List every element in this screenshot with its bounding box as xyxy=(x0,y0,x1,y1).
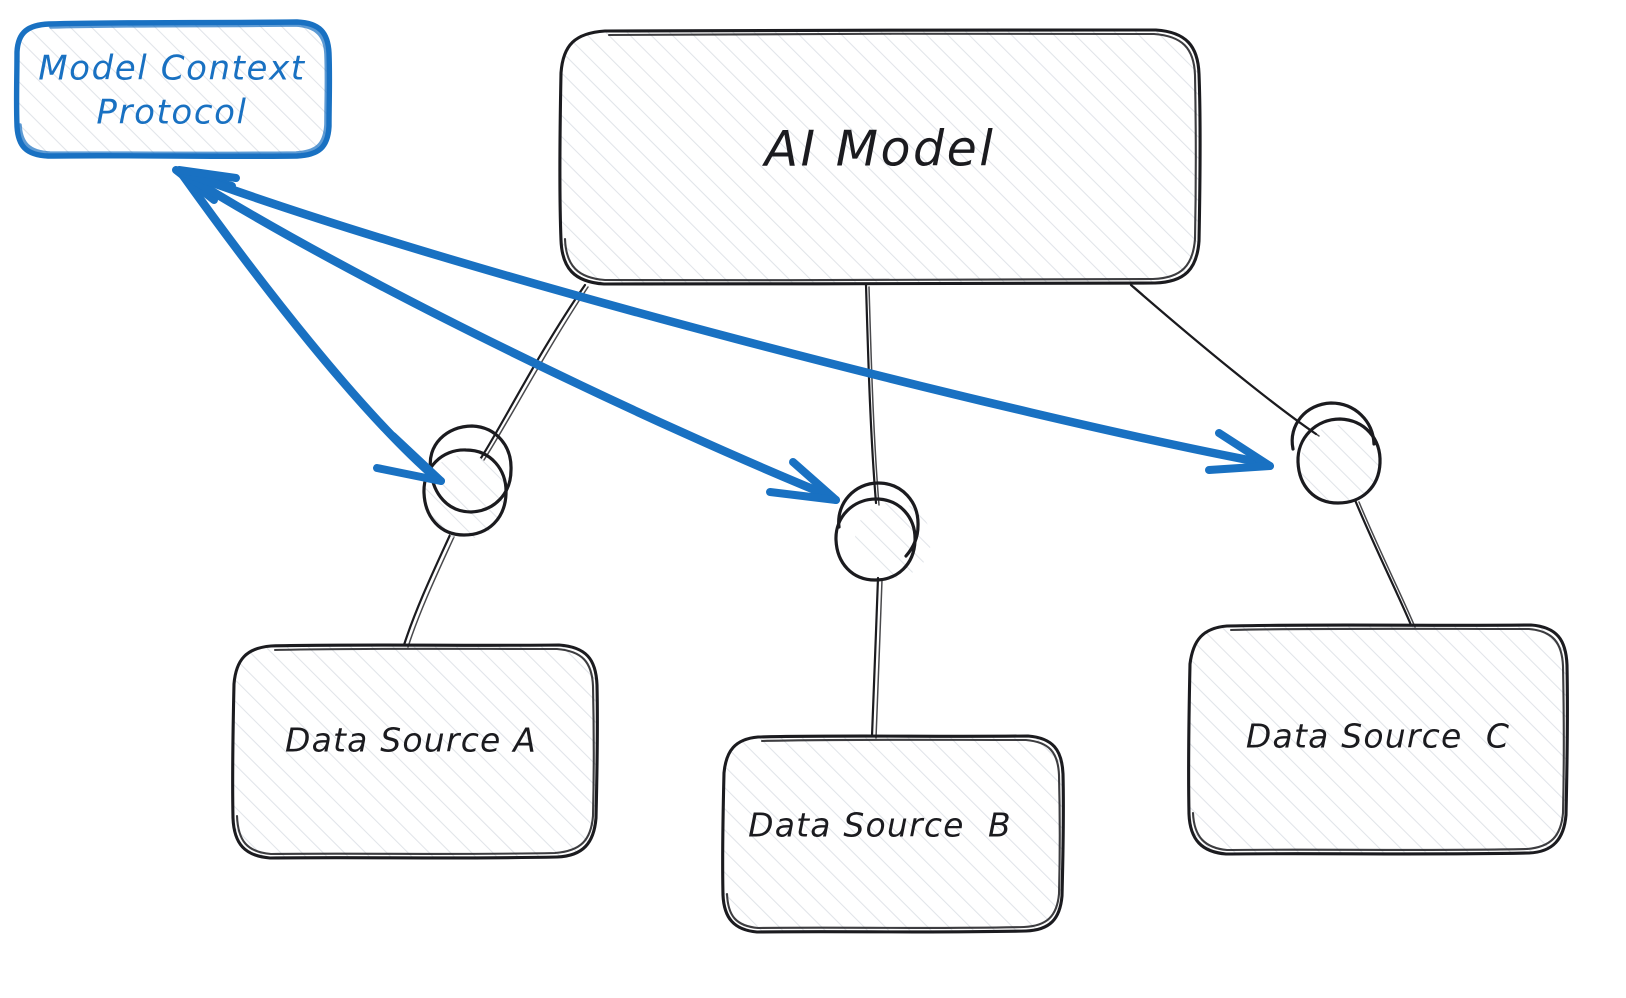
server-b-fill xyxy=(854,502,931,578)
arrow-c-head-upper xyxy=(1215,429,1274,470)
ai-model-box-outline-2 xyxy=(563,32,1197,282)
data-source-a-label: Data Source A xyxy=(285,721,537,760)
connector-node-server-b[interactable] xyxy=(834,481,931,582)
server-a-circle-front xyxy=(422,448,508,537)
data-source-c-fill xyxy=(1189,625,1567,853)
edge-server-c-to-data-source-c-2 xyxy=(1358,501,1416,628)
edge-server-b-to-data-source-b xyxy=(870,576,880,738)
server-b-circle-front xyxy=(834,497,917,582)
server-a-fill xyxy=(422,455,507,539)
ai-model-label: AI Model xyxy=(762,121,996,178)
edge-ai-model-to-server-a xyxy=(479,283,587,460)
data-source-a-fill xyxy=(233,645,597,858)
server-c-fill xyxy=(1299,425,1380,505)
mcp-box-outline xyxy=(13,19,333,159)
node-data-source-b[interactable]: Data Source B xyxy=(721,734,1065,934)
edge-group-ai-model-to-servers xyxy=(479,283,1320,506)
data-source-b-label: Data Source B xyxy=(748,806,1012,845)
server-c-circle-back xyxy=(1290,401,1376,451)
node-data-source-a[interactable]: Data Source A xyxy=(231,643,599,860)
connector-node-server-c[interactable] xyxy=(1290,401,1382,505)
edge-ai-model-to-server-c-2 xyxy=(1133,286,1320,437)
arrow-mcp-to-server-c xyxy=(175,166,1274,474)
data-source-b-outline xyxy=(721,734,1065,934)
server-a-circle-back xyxy=(428,424,513,514)
server-c-circle-front xyxy=(1296,417,1382,505)
data-source-c-label: Data Source C xyxy=(1246,717,1510,756)
data-source-b-outline-2 xyxy=(725,738,1061,930)
data-source-c-outline-2 xyxy=(1191,627,1565,852)
edge-server-a-to-data-source-a-2 xyxy=(407,536,455,648)
arrow-c-head-lower xyxy=(1205,462,1274,474)
edge-ai-model-to-server-b-2 xyxy=(868,286,880,506)
edge-server-b-to-data-source-b-2 xyxy=(875,579,883,739)
ai-model-box-outline xyxy=(558,28,1202,286)
arrow-c-tailhead-1 xyxy=(175,166,240,182)
data-source-a-outline-2 xyxy=(235,647,595,856)
node-data-source-c[interactable]: Data Source C xyxy=(1187,623,1569,856)
data-source-b-fill xyxy=(723,736,1063,931)
arrow-b-shaft xyxy=(177,168,837,502)
mcp-label-line1: Model Context xyxy=(38,49,306,89)
edge-group-servers-to-data-sources xyxy=(402,498,1416,739)
arrow-c-shaft xyxy=(178,167,1269,468)
arrow-b-head-upper xyxy=(789,458,840,504)
node-model-context-protocol[interactable]: Model Context Protocol xyxy=(13,19,333,159)
edge-ai-model-to-server-b xyxy=(864,283,878,505)
edge-server-a-to-data-source-a xyxy=(402,533,452,647)
edge-ai-model-to-server-c xyxy=(1129,283,1318,436)
arrow-a-head-lower xyxy=(373,464,445,485)
mcp-box-outline-2 xyxy=(18,23,329,156)
edge-server-c-to-data-source-c xyxy=(1353,498,1413,627)
edge-ai-model-to-server-a-2 xyxy=(483,286,589,461)
node-ai-model[interactable]: AI Model xyxy=(558,28,1202,286)
ai-model-box-fill xyxy=(560,30,1200,284)
mcp-box-fill xyxy=(17,22,330,156)
connector-node-server-a[interactable] xyxy=(422,424,513,539)
data-source-c-outline xyxy=(1187,623,1569,856)
data-source-a-outline xyxy=(231,643,599,860)
arrow-a-head-upper xyxy=(389,432,445,485)
mcp-label-line2: Protocol xyxy=(96,93,247,133)
arrow-b-head-lower xyxy=(766,488,840,504)
